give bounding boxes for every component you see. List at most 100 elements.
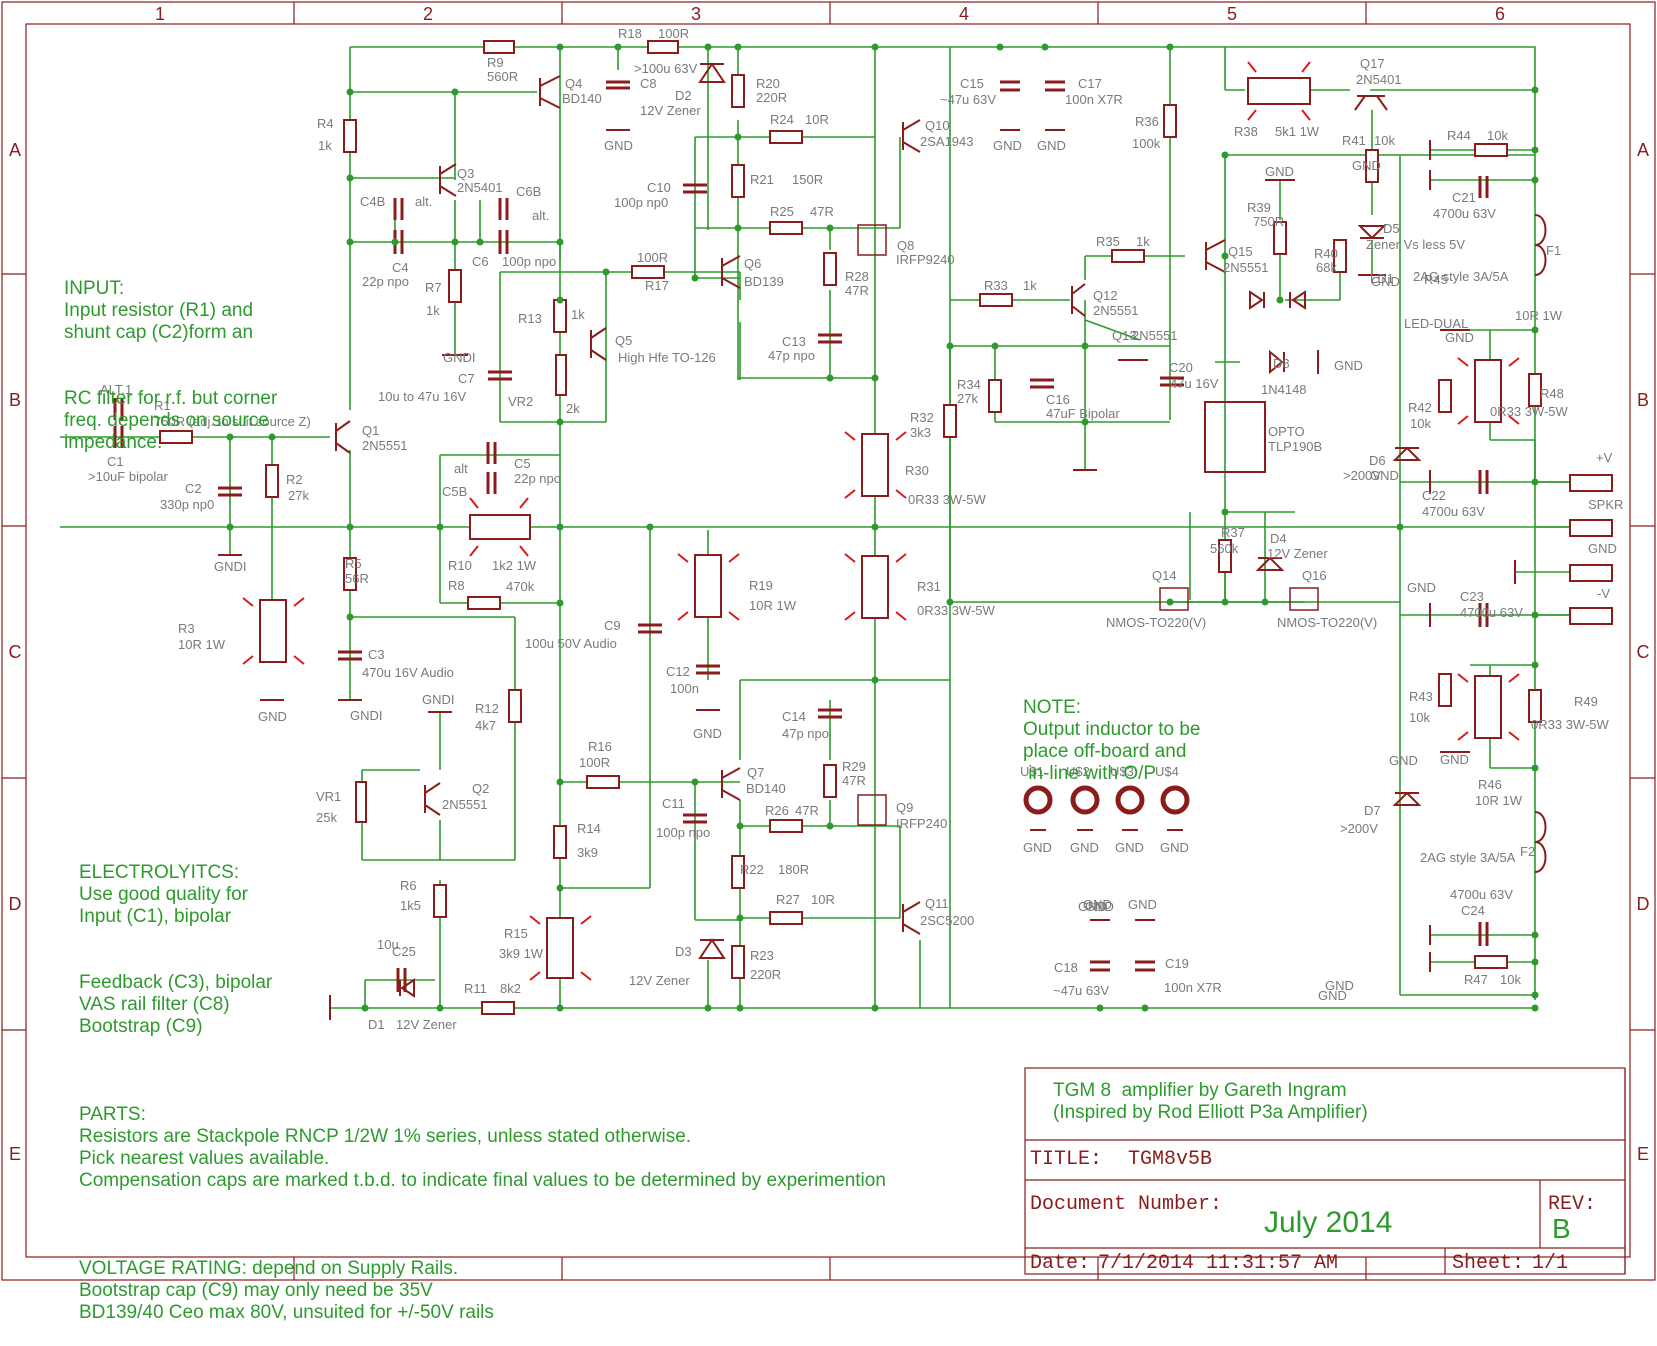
- title-line-1: TGM 8 amplifier by Gareth Ingram: [1053, 1080, 1347, 1101]
- component-label: C2: [185, 481, 202, 496]
- component-label: GND: [1389, 753, 1418, 768]
- component-label: OPTO: [1268, 424, 1305, 439]
- component-label: 100n: [670, 681, 699, 696]
- component-label: GND: [1445, 330, 1474, 345]
- component-label: C15: [960, 76, 984, 91]
- component-label: C17: [1078, 76, 1102, 91]
- component-label: U$1: [1020, 764, 1044, 779]
- component-label: VR2: [508, 394, 533, 409]
- component-label: R14: [577, 821, 601, 836]
- component-label: 2N5551: [1132, 328, 1178, 343]
- r19: [694, 554, 722, 618]
- r35: [1111, 249, 1145, 263]
- component-label: 47R: [795, 803, 819, 818]
- pad-gnd: [1569, 564, 1613, 582]
- component-label: F1: [1546, 243, 1561, 258]
- row-label: E: [1637, 1144, 1649, 1164]
- component-label: D2: [675, 88, 692, 103]
- r14: [553, 825, 567, 859]
- row-label: D: [1637, 894, 1650, 914]
- component-label: D6: [1369, 453, 1386, 468]
- component-label: 1k: [1023, 278, 1037, 293]
- r27: [769, 911, 803, 925]
- output-inductors: [1023, 785, 1190, 815]
- r31: [861, 555, 889, 619]
- component-label: 3k9 1W: [499, 946, 544, 961]
- component-label: 100n X7R: [1065, 92, 1123, 107]
- component-label: 27k: [288, 488, 309, 503]
- component-label: C6: [472, 254, 489, 269]
- component-label: BD140: [562, 91, 602, 106]
- component-label: ALT.1: [100, 382, 132, 397]
- rev-label: REV:: [1548, 1193, 1597, 1216]
- component-label: Q15: [1228, 244, 1253, 259]
- component-label: R4: [317, 116, 334, 131]
- parts-note: PARTS:Resistors are Stackpole RNCP 1/2W …: [79, 1104, 886, 1323]
- row-label: A: [9, 140, 21, 160]
- component-label: Q4: [565, 76, 582, 91]
- r11: [481, 1001, 515, 1015]
- component-label: D8: [1273, 356, 1290, 371]
- component-label: >200V: [1343, 468, 1381, 483]
- r38: [1247, 77, 1311, 105]
- component-label: 10k: [1374, 133, 1395, 148]
- component-label: GND: [1325, 978, 1354, 993]
- component-label: alt.: [415, 194, 432, 209]
- row-label: A: [1637, 140, 1649, 160]
- r6: [433, 884, 447, 918]
- component-label: BD139: [744, 274, 784, 289]
- component-label: R17: [645, 278, 669, 293]
- component-label: >10uF bipolar: [88, 469, 169, 484]
- component-label: C20: [1169, 360, 1193, 375]
- component-label: R8: [448, 578, 465, 593]
- component-label: 100n X7R: [1164, 980, 1222, 995]
- component-label: Q17: [1360, 56, 1385, 71]
- component-label: 100u 50V Audio: [525, 636, 617, 651]
- component-label: C10: [647, 180, 671, 195]
- component-label: R44: [1447, 128, 1471, 143]
- component-label: GNDI: [214, 559, 247, 574]
- component-label: 2N5401: [1356, 72, 1402, 87]
- component-label: 47uF Bipolar: [1046, 406, 1120, 421]
- component-label: 1k2 1W: [492, 558, 537, 573]
- component-label: R21: [750, 172, 774, 187]
- component-label: R18: [618, 26, 642, 41]
- component-label: R27: [776, 892, 800, 907]
- r5: [343, 557, 357, 591]
- component-label: F2: [1520, 844, 1535, 859]
- component-label: R38: [1234, 124, 1258, 139]
- component-label: R20: [756, 76, 780, 91]
- component-label: 47R: [810, 204, 834, 219]
- row-label: E: [9, 1144, 21, 1164]
- component-label: 12V Zener: [396, 1017, 457, 1032]
- component-label: GND: [1083, 897, 1112, 912]
- col-label: 5: [1227, 4, 1237, 24]
- component-label: LED-DUAL: [1404, 316, 1468, 331]
- component-label: 47u 16V: [1170, 376, 1219, 391]
- r10: [469, 514, 531, 540]
- component-label: D7: [1364, 803, 1381, 818]
- component-label: 10u to 47u 16V: [378, 389, 467, 404]
- r23: [731, 945, 745, 979]
- component-label: 1k: [1136, 234, 1150, 249]
- component-label: GND: [604, 138, 633, 153]
- sheet-label: Sheet:: [1452, 1252, 1525, 1275]
- col-label: 4: [959, 4, 969, 24]
- component-label: R24: [770, 112, 794, 127]
- junctions: [226, 43, 1539, 1012]
- component-label: GND: [1023, 840, 1052, 855]
- component-label: 10k: [1410, 416, 1431, 431]
- component-label: 470u 16V Audio: [362, 665, 454, 680]
- component-label: 560k: [1210, 541, 1239, 556]
- component-label: SPKR: [1588, 497, 1623, 512]
- component-label: 2SC5200: [920, 913, 974, 928]
- row-label: B: [1637, 390, 1649, 410]
- component-label: C14: [782, 709, 806, 724]
- component-label: 0R33 3W-5W: [908, 492, 987, 507]
- component-label: 180R: [778, 862, 809, 877]
- row-label: B: [9, 390, 21, 410]
- component-label: 220R: [756, 90, 787, 105]
- r12: [508, 689, 522, 723]
- title-value: TGM8v5B: [1128, 1148, 1213, 1171]
